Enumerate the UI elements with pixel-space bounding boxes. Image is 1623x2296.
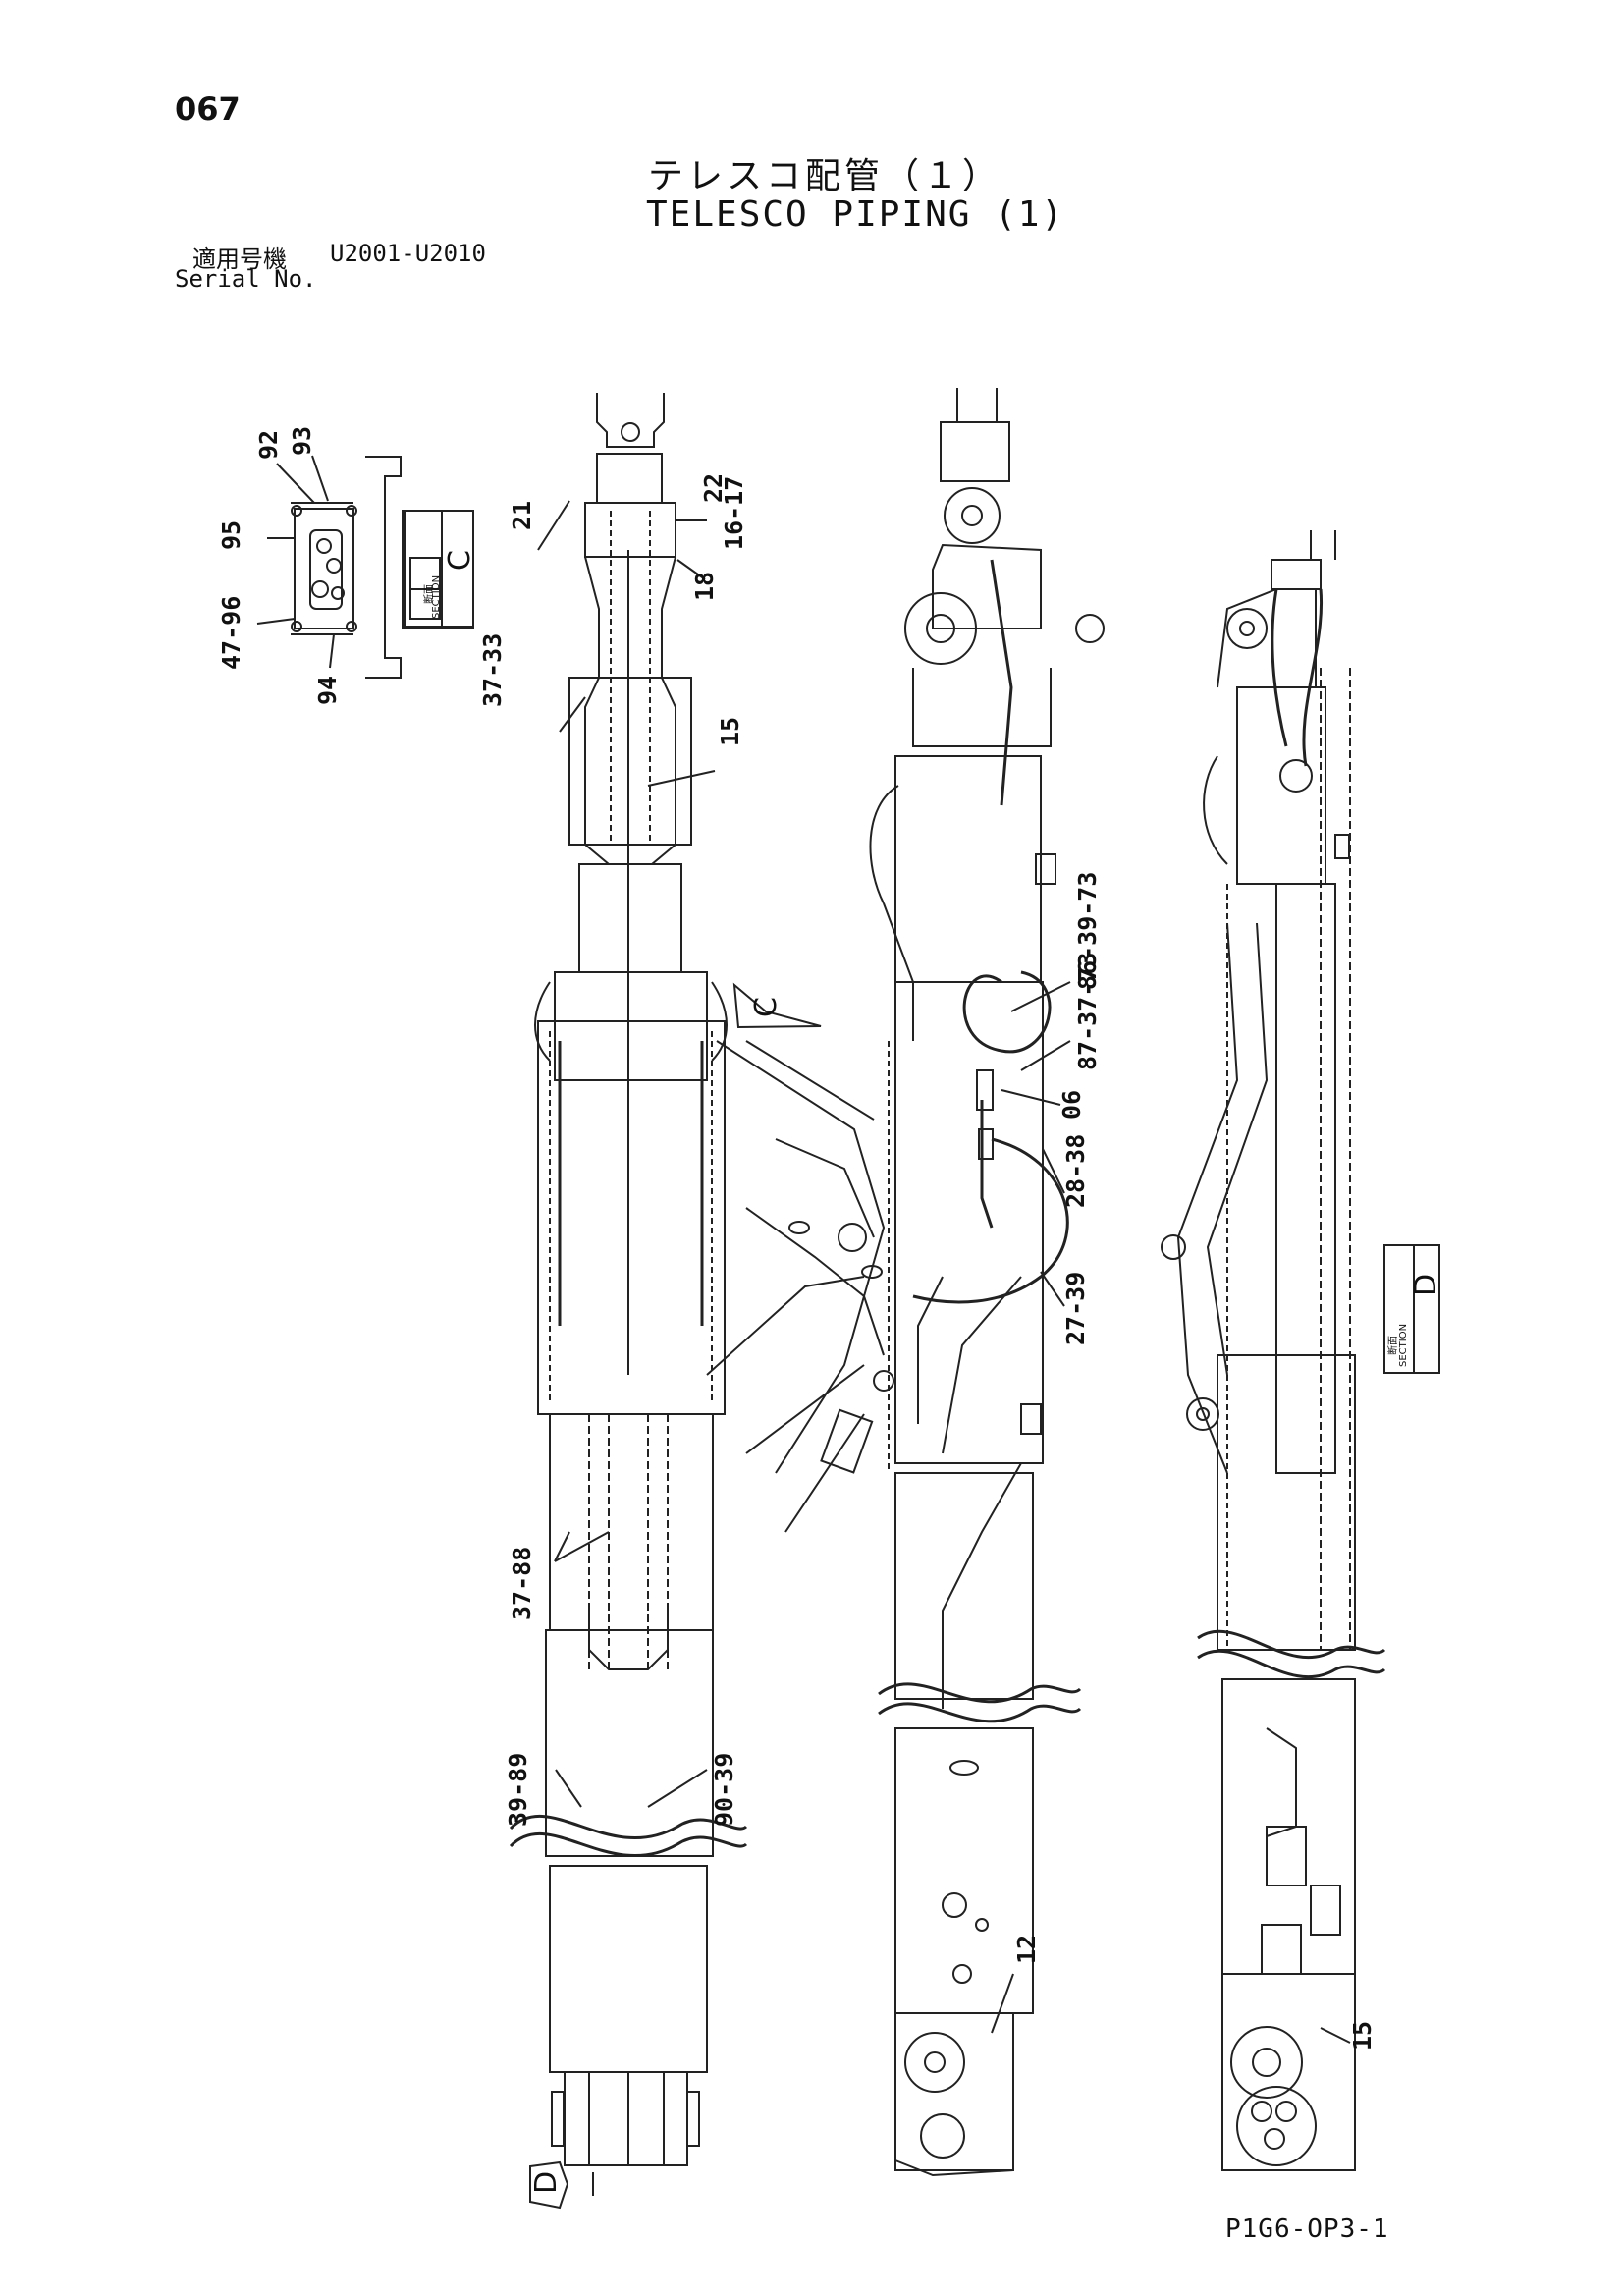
boom-top-view — [509, 393, 748, 2166]
callout-37-33: 37-33 — [478, 633, 507, 707]
callout-28-38: 28-38 — [1061, 1134, 1090, 1208]
view-c-marker: C — [749, 997, 784, 1017]
section-c-box — [404, 510, 474, 628]
page-number: 067 — [175, 90, 241, 128]
callout-12: 12 — [1012, 1935, 1041, 1964]
callout-87-37-73: 87-37-73 — [1073, 953, 1102, 1070]
section-d-letter: D — [1409, 1274, 1443, 1296]
callout-92: 92 — [254, 430, 283, 460]
serial-label-english: Serial No. — [175, 265, 317, 293]
boom-right-view — [1161, 530, 1386, 2171]
callout-39-89: 39-89 — [504, 1753, 532, 1827]
boom-side-view — [869, 388, 1105, 2177]
serial-label-japanese: 適用号機 — [192, 246, 287, 273]
section-d-box — [1383, 1244, 1440, 1374]
callout-21: 21 — [508, 501, 536, 530]
title-english: TELESCO PIPING (1) — [646, 194, 1065, 235]
callout-15-top: 15 — [716, 717, 744, 746]
callout-95: 95 — [217, 520, 245, 550]
callout-15-bottom: 15 — [1348, 2021, 1377, 2050]
callout-27-39: 27-39 — [1061, 1272, 1090, 1345]
callout-22: 22 — [699, 473, 728, 503]
callout-18: 18 — [690, 572, 719, 601]
section-c-detail — [256, 455, 474, 679]
callout-94: 94 — [313, 676, 342, 705]
view-d-marker: D — [529, 2171, 564, 2194]
callout-37-88: 37-88 — [508, 1547, 536, 1620]
document-id: P1G6-OP3-1 — [1225, 2214, 1389, 2244]
title-japanese: テレスコ配管（１） — [648, 156, 1002, 196]
section-c-letter: C — [443, 550, 477, 571]
view-d-arrow — [529, 2160, 569, 2210]
callout-93: 93 — [288, 426, 316, 456]
callout-47-96: 47-96 — [217, 596, 245, 670]
callout-86-39-73: 86-39-73 — [1073, 872, 1102, 990]
serial-range: U2001-U2010 — [330, 240, 486, 267]
section-d-label-en: SECTION — [1398, 1324, 1409, 1367]
section-c-label-en: SECTION — [431, 575, 442, 619]
view-c-region — [706, 982, 894, 1533]
callout-16-17: 16-17 — [720, 476, 748, 550]
section-c-label-jp: 断面 — [422, 584, 435, 604]
section-d-label-jp: 断面 — [1386, 1336, 1399, 1355]
callout-90-39: 90-39 — [710, 1753, 738, 1827]
callout-06: 06 — [1057, 1090, 1086, 1120]
